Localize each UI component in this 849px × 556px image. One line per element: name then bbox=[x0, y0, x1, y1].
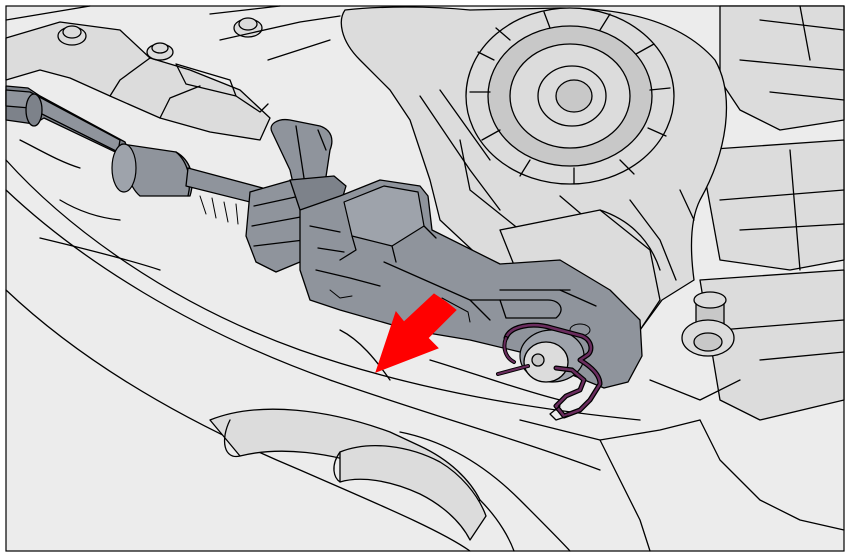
retaining-clip bbox=[496, 322, 603, 421]
chassis-background bbox=[5, 5, 845, 552]
shift-cable bbox=[5, 85, 643, 389]
red-arrow bbox=[375, 293, 457, 373]
